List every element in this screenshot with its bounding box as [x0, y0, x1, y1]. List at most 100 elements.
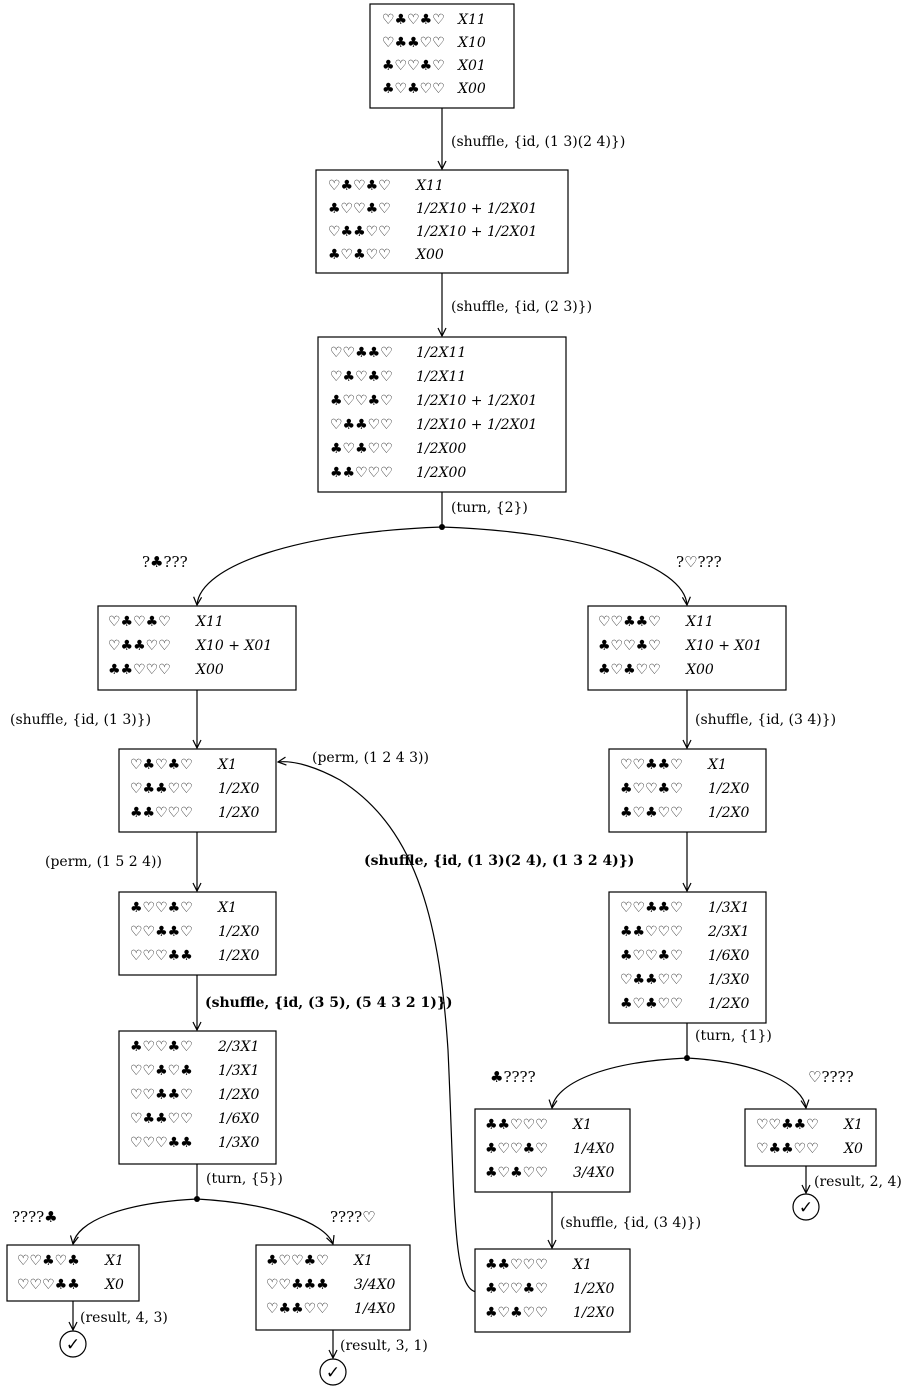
card-sequence: ♡♣♡♣♡ [330, 369, 393, 385]
row-expression: X10 + X01 [685, 638, 762, 654]
result-check-icon: ✓ [319, 1358, 347, 1386]
card-sequence: ♣♣♡♡♡ [485, 1257, 548, 1273]
edge-label-shuffle: (shuffle, {id, (1 3)}) [10, 712, 151, 728]
card-sequence: ♣♡♣♡♡ [382, 81, 445, 97]
card-sequence: ♡♡♣♣♡ [756, 1117, 819, 1133]
row-expression: 3/4X0 [573, 1165, 614, 1181]
row-expression: X1 [353, 1253, 373, 1269]
row-expression: X0 [843, 1141, 863, 1157]
card-sequence: ♣♡♣♡♡ [485, 1165, 548, 1181]
edge-label-shuffle: (shuffle, {id, (1 3)(2 4), (1 3 2 4)}) [364, 853, 634, 869]
branch-label: ♡???? [808, 1068, 854, 1086]
card-sequence: ♣♣♡♡♡ [485, 1117, 548, 1133]
row-expression: 1/3X1 [218, 1063, 259, 1079]
edge-label-shuffle: (shuffle, {id, (3 4)}) [695, 712, 836, 728]
card-sequence: ♣♡♡♣♡ [130, 1039, 193, 1055]
card-sequence: ♣♡♡♣♡ [330, 393, 393, 409]
row-expression: 1/2X10 + 1/2X01 [416, 417, 537, 433]
node-n0: ♡♣♡♣♡X11♡♣♣♡♡X10♣♡♡♣♡X01♣♡♣♡♡X00 [369, 3, 515, 109]
node-nRL: ♣♣♡♡♡X1♣♡♡♣♡1/4X0♣♡♣♡♡3/4X0 [474, 1108, 631, 1193]
row-expression: 1/4X0 [354, 1301, 395, 1317]
row-expression: 1/2X0 [708, 781, 749, 797]
edge-label-shuffle: (shuffle, {id, (3 4)}) [560, 1215, 701, 1231]
node-n2: ♡♡♣♣♡1/2X11♡♣♡♣♡1/2X11♣♡♡♣♡1/2X10 + 1/2X… [317, 336, 567, 493]
row-expression: X11 [457, 12, 486, 28]
card-sequence: ♡♡♣♣♡ [330, 345, 393, 361]
card-sequence: ♣♡♣♡♡ [620, 805, 683, 821]
branch-label: ????♡ [330, 1208, 376, 1226]
node-nL2: ♡♣♡♣♡X1♡♣♣♡♡1/2X0♣♣♡♡♡1/2X0 [118, 748, 277, 833]
edge-label-shuffle: (shuffle, {id, (1 3)(2 4)}) [451, 134, 625, 150]
edge-label-turn: (turn, {1}) [695, 1028, 772, 1044]
card-sequence: ♣♡♡♣♡ [620, 781, 683, 797]
row-expression: 1/2X10 + 1/2X01 [416, 201, 537, 217]
node-nR1: ♡♡♣♣♡X11♣♡♡♣♡X10 + X01♣♡♣♡♡X00 [587, 605, 787, 691]
row-expression: 1/3X0 [708, 972, 749, 988]
edge-label-result: (result, 3, 1) [340, 1338, 428, 1354]
edge-label-turn: (turn, {2}) [451, 500, 528, 516]
node-nRR: ♡♡♣♣♡X1♡♣♣♡♡X0 [744, 1108, 877, 1167]
card-sequence: ♣♣♡♡♡ [330, 465, 393, 481]
node-nL1: ♡♣♡♣♡X11♡♣♣♡♡X10 + X01♣♣♡♡♡X00 [97, 605, 297, 691]
card-sequence: ♣♡♣♡♡ [598, 662, 661, 678]
edge-label-turn: (turn, {5}) [206, 1171, 283, 1187]
card-sequence: ♡♣♣♡♡ [328, 224, 391, 240]
row-expression: 1/6X0 [708, 948, 749, 964]
card-sequence: ♡♣♣♡♡ [266, 1301, 329, 1317]
row-expression: 1/2X0 [573, 1281, 614, 1297]
node-nRL2: ♣♣♡♡♡X1♣♡♡♣♡1/2X0♣♡♣♡♡1/2X0 [474, 1248, 631, 1333]
edge-split-nLL [73, 1198, 198, 1244]
result-marks: ✓ ✓ ✓ [59, 1193, 820, 1386]
edge-split-nRR [686, 1057, 806, 1108]
card-sequence: ♡♡♣♣♡ [620, 900, 683, 916]
row-expression: 2/3X1 [707, 924, 749, 940]
row-expression: X00 [415, 247, 444, 263]
card-sequence: ♣♡♣♡♡ [330, 441, 393, 457]
row-expression: 1/2X0 [218, 924, 259, 940]
branch-label: ?♣??? [142, 553, 188, 571]
row-expression: X1 [707, 757, 727, 773]
card-sequence: ♡♡♡♣♣ [130, 948, 193, 964]
row-expression: 1/2X10 + 1/2X01 [416, 393, 537, 409]
row-expression: 1/2X0 [573, 1305, 614, 1321]
card-sequence: ♡♡♡♣♣ [130, 1135, 193, 1151]
card-sequence: ♡♣♣♡♡ [620, 972, 683, 988]
card-sequence: ♡♣♣♡♡ [108, 638, 171, 654]
card-sequence: ♡♡♣♣♡ [620, 757, 683, 773]
edge-split-nRL [552, 1057, 688, 1108]
card-sequence: ♣♡♡♣♡ [382, 58, 445, 74]
card-sequence: ♡♣♣♡♡ [756, 1141, 819, 1157]
row-expression: X11 [195, 614, 224, 630]
edge-labels: (shuffle, {id, (1 3)(2 4)}) (shuffle, {i… [10, 134, 902, 1354]
card-sequence: ♡♡♡♣♣ [17, 1277, 80, 1293]
node-n1: ♡♣♡♣♡X11♣♡♡♣♡1/2X10 + 1/2X01♡♣♣♡♡1/2X10 … [315, 169, 569, 274]
node-nL3: ♣♡♡♣♡X1♡♡♣♣♡1/2X0♡♡♡♣♣1/2X0 [118, 891, 277, 976]
edge-label-perm: (perm, (1 5 2 4)) [45, 854, 162, 870]
branch-label: ?♡??? [676, 553, 722, 571]
card-sequence: ♣♡♡♣♡ [485, 1141, 548, 1157]
card-sequence: ♡♣♣♡♡ [130, 781, 193, 797]
row-expression: X11 [685, 614, 714, 630]
card-sequence: ♣♡♡♣♡ [485, 1281, 548, 1297]
row-expression: 1/2X0 [708, 996, 749, 1012]
row-expression: 1/4X0 [573, 1141, 614, 1157]
row-expression: X1 [217, 757, 237, 773]
card-sequence: ♡♣♡♣♡ [108, 614, 171, 630]
branch-label: ♣???? [490, 1068, 536, 1086]
row-expression: X11 [415, 178, 444, 194]
edge-label-perm: (perm, (1 2 4 3)) [312, 750, 429, 766]
edge-label-result: (result, 4, 3) [80, 1310, 168, 1326]
card-sequence: ♡♣♡♣♡ [130, 757, 193, 773]
card-sequence: ♣♣♡♡♡ [108, 662, 171, 678]
node-nLL: ♡♡♣♡♣X1♡♡♡♣♣X0 [6, 1244, 140, 1302]
card-sequence: ♣♡♡♣♡ [598, 638, 661, 654]
card-sequence: ♡♣♣♡♡ [130, 1111, 193, 1127]
card-sequence: ♡♣♣♡♡ [382, 35, 445, 51]
card-sequence: ♡♣♣♡♡ [330, 417, 393, 433]
row-expression: 1/2X0 [218, 1087, 259, 1103]
row-expression: 1/6X0 [218, 1111, 259, 1127]
edges [73, 108, 806, 1358]
card-sequence: ♡♣♡♣♡ [328, 178, 391, 194]
card-sequence: ♣♣♡♡♡ [620, 924, 683, 940]
row-expression: 1/2X10 + 1/2X01 [416, 224, 537, 240]
